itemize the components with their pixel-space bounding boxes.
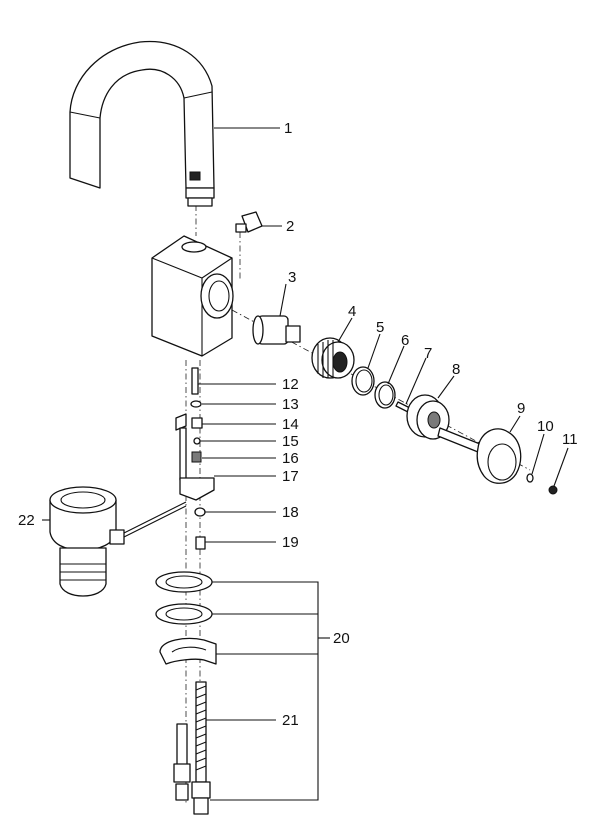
nipple-19-part [195,536,206,550]
drain-part [49,486,187,597]
screw-10-part [526,473,534,483]
callout-labels: 1 2 3 4 5 6 7 8 9 10 11 12 13 14 15 16 1… [18,120,578,729]
callout-21: 21 [282,712,299,729]
callout-10: 10 [537,418,554,435]
cartridge-part [252,315,301,345]
callout-8: 8 [452,361,460,378]
leader-lines [42,127,569,801]
callout-3: 3 [288,269,296,286]
callout-13: 13 [282,396,299,413]
callout-15: 15 [282,433,299,450]
callout-1: 1 [284,120,292,137]
spout-part [69,40,215,207]
callout-19: 19 [282,534,299,551]
callout-4: 4 [348,303,356,320]
callout-17: 17 [282,468,299,485]
threaded-studs-part [173,681,211,815]
lever-17-part [179,477,215,501]
threaded-ring-part [311,337,355,379]
plug-11-part [548,485,558,495]
callout-9: 9 [517,400,525,417]
callout-14: 14 [282,416,299,433]
callout-5: 5 [376,319,384,336]
seal-15-part [193,437,201,445]
callout-11: 11 [562,431,578,448]
callout-16: 16 [282,450,299,467]
spring-16-part [191,451,202,463]
washer-13-part [190,400,202,408]
lift-rod-17-part [179,427,187,481]
callout-7: 7 [424,345,432,362]
mixer-body-block [151,235,234,357]
clamp-18-part [194,507,206,517]
callout-12: 12 [282,376,299,393]
clip-part [235,211,263,233]
o-ring-6-inner [378,384,394,406]
callout-2: 2 [286,218,294,235]
mounting-washers-part [155,571,217,665]
rod-12-part [191,367,199,395]
fitting-14-part [175,413,187,431]
assembly-axes [185,205,531,805]
o-ring-5-inner [355,369,373,393]
callout-18: 18 [282,504,299,521]
handle-part [437,427,522,484]
o-ring-5-part [351,366,375,396]
fitting-14-nut [191,417,203,429]
callout-6: 6 [401,332,409,349]
callout-22: 22 [18,512,35,529]
o-ring-6-part [374,381,396,409]
callout-20: 20 [333,630,350,647]
